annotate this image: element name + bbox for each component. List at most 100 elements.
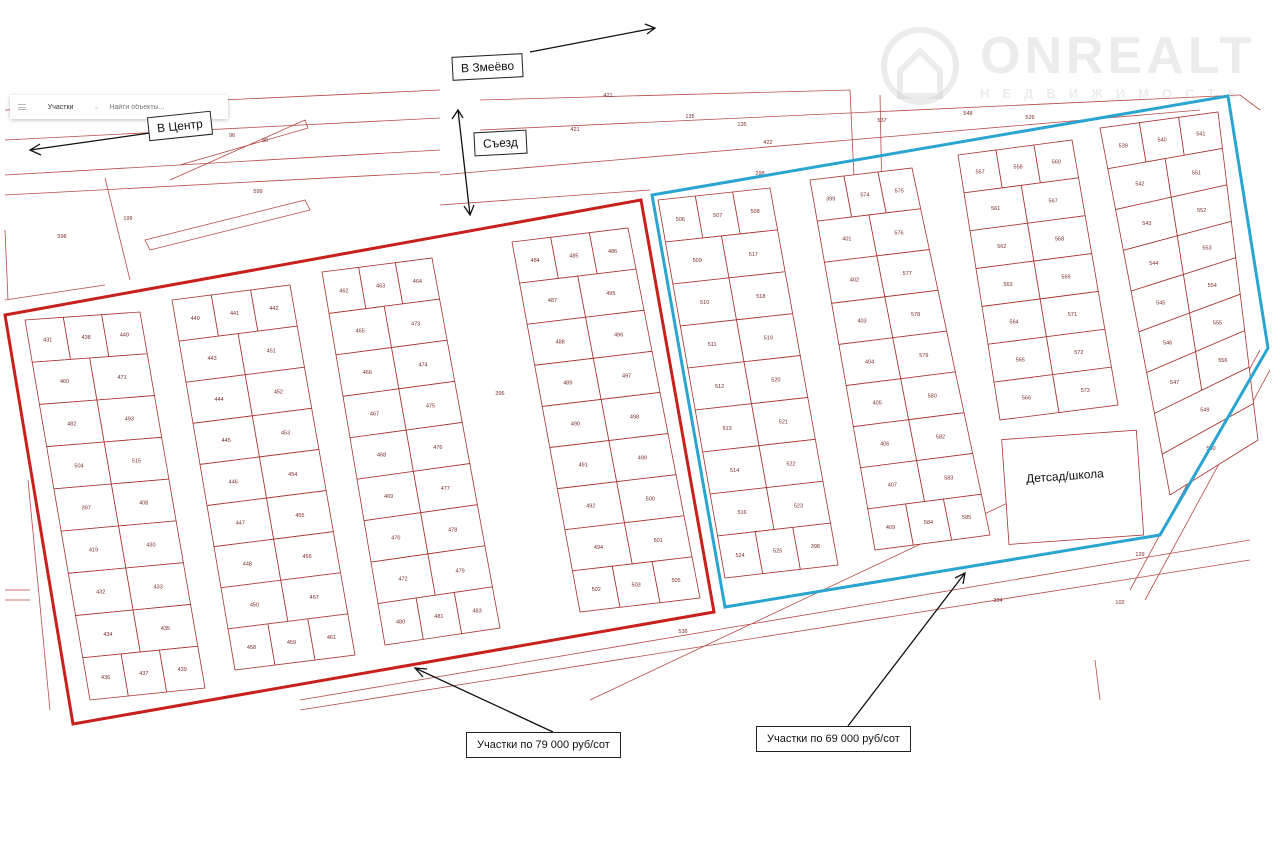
- parcel-number: 517: [749, 252, 758, 258]
- parcel-number: 461: [327, 635, 336, 641]
- parcel-number: 554: [1208, 283, 1217, 289]
- search-input[interactable]: [107, 102, 228, 112]
- road-label: 537: [877, 118, 886, 124]
- parcel-number: 449: [120, 332, 129, 338]
- parcel-number: 522: [786, 461, 795, 467]
- parcel-number: 460: [60, 379, 69, 385]
- parcel-number: 408: [139, 501, 148, 507]
- parcel-number: 484: [531, 258, 540, 264]
- parcel-number: 580: [928, 394, 937, 400]
- parcel-number: 495: [606, 291, 615, 297]
- parcel-number: 402: [850, 278, 859, 284]
- parcel-number: 503: [632, 582, 641, 588]
- road-label: 102: [1115, 600, 1124, 606]
- road-label: 536: [678, 629, 687, 635]
- parcel-number: 431: [43, 338, 52, 344]
- parcel-number: 499: [638, 456, 647, 462]
- layer-select[interactable]: Участки: [47, 103, 74, 111]
- parcel-number: 571: [1068, 312, 1077, 318]
- parcel-number: 438: [82, 335, 91, 341]
- arrow-red-label: [413, 667, 554, 733]
- road-label: 129: [1135, 552, 1144, 558]
- kindergarten-parcel[interactable]: [1001, 429, 1145, 545]
- parcel-number: 507: [713, 213, 722, 219]
- chevron-down-icon[interactable]: ⌄: [93, 104, 100, 111]
- parcel-number: 562: [997, 244, 1006, 250]
- parcel-number: 440: [191, 316, 200, 322]
- parcel-number: 433: [154, 584, 163, 590]
- parcel-number: 582: [936, 435, 945, 441]
- parcel-number: 436: [101, 675, 110, 681]
- parcel-number: 496: [614, 332, 623, 338]
- parcel-number: 407: [888, 483, 897, 489]
- road-label: 135: [685, 114, 694, 120]
- parcel-number: 547: [1170, 380, 1179, 386]
- parcel-number: 504: [74, 463, 83, 469]
- parcel-number: 454: [288, 472, 297, 478]
- parcel-number: 544: [1149, 261, 1158, 267]
- parcel-483[interactable]: [453, 586, 501, 635]
- parcel-number: 514: [730, 468, 739, 474]
- parcel-number: 432: [96, 590, 105, 596]
- parcel-number: 464: [413, 279, 422, 285]
- parcel-505[interactable]: [651, 556, 701, 604]
- parcel-585[interactable]: [943, 493, 991, 541]
- parcel-number: 450: [250, 603, 259, 609]
- parcel-number: 565: [1016, 357, 1025, 363]
- parcel-number: 458: [247, 645, 256, 651]
- road-label: 598: [57, 234, 66, 240]
- parcel-number: 510: [700, 300, 709, 306]
- parcel-number: 442: [269, 306, 278, 312]
- road-label: 422: [763, 140, 772, 146]
- parcel-number: 553: [1202, 245, 1211, 251]
- parcel-number: 555: [1213, 320, 1222, 326]
- parcel-398[interactable]: [792, 522, 839, 570]
- parcel-number: 409: [886, 525, 895, 531]
- arrow-to-center: [28, 132, 151, 156]
- parcel-461[interactable]: [307, 613, 356, 661]
- watermark-brand: ONREALT: [980, 27, 1256, 85]
- parcel-number: 401: [842, 237, 851, 243]
- parcel-439[interactable]: [158, 645, 206, 693]
- parcel-number: 561: [991, 206, 1000, 212]
- parcel-number: 505: [671, 578, 680, 584]
- house-logo-icon: [881, 27, 959, 105]
- parcel-number: 579: [919, 353, 928, 359]
- parcel-number: 419: [89, 548, 98, 554]
- parcel-number: 498: [630, 415, 639, 421]
- parcel-number: 539: [1119, 143, 1128, 149]
- parcel-number: 584: [924, 520, 933, 526]
- parcel-number: 569: [1061, 274, 1070, 280]
- arrow-exit: [451, 108, 475, 217]
- parcel-number: 543: [1142, 221, 1151, 227]
- parcel-number: 490: [571, 422, 580, 428]
- parcel-number: 525: [773, 549, 782, 555]
- menu-icon[interactable]: [18, 104, 26, 110]
- parcel-number: 493: [125, 417, 134, 423]
- parcel-number: 445: [222, 438, 231, 444]
- parcel-number: 524: [736, 553, 745, 559]
- parcel-number: 560: [1052, 159, 1061, 165]
- parcel-number: 466: [363, 370, 372, 376]
- parcel-number: 521: [779, 420, 788, 426]
- parcel-number: 545: [1156, 301, 1165, 307]
- parcel-number: 552: [1197, 208, 1206, 214]
- road-label: 421: [603, 93, 612, 99]
- parcel-number: 479: [456, 568, 465, 574]
- block-G: 5575585605615675625685635695645715655725…: [957, 139, 1119, 421]
- parcel-number: 541: [1196, 131, 1205, 137]
- road-label: 298: [755, 171, 764, 177]
- parcel-number: 573: [1081, 388, 1090, 394]
- parcel-number: 453: [281, 431, 290, 437]
- parcel-number: 501: [654, 538, 663, 544]
- arrow-to-zmeevo: [529, 23, 657, 53]
- arrow-blue-label: [847, 571, 966, 727]
- parcel-number: 403: [857, 319, 866, 325]
- parcel-number: 447: [236, 520, 245, 526]
- roads: [4, 89, 1271, 711]
- parcel-number: 404: [865, 360, 874, 366]
- parcel-573[interactable]: [1052, 366, 1119, 413]
